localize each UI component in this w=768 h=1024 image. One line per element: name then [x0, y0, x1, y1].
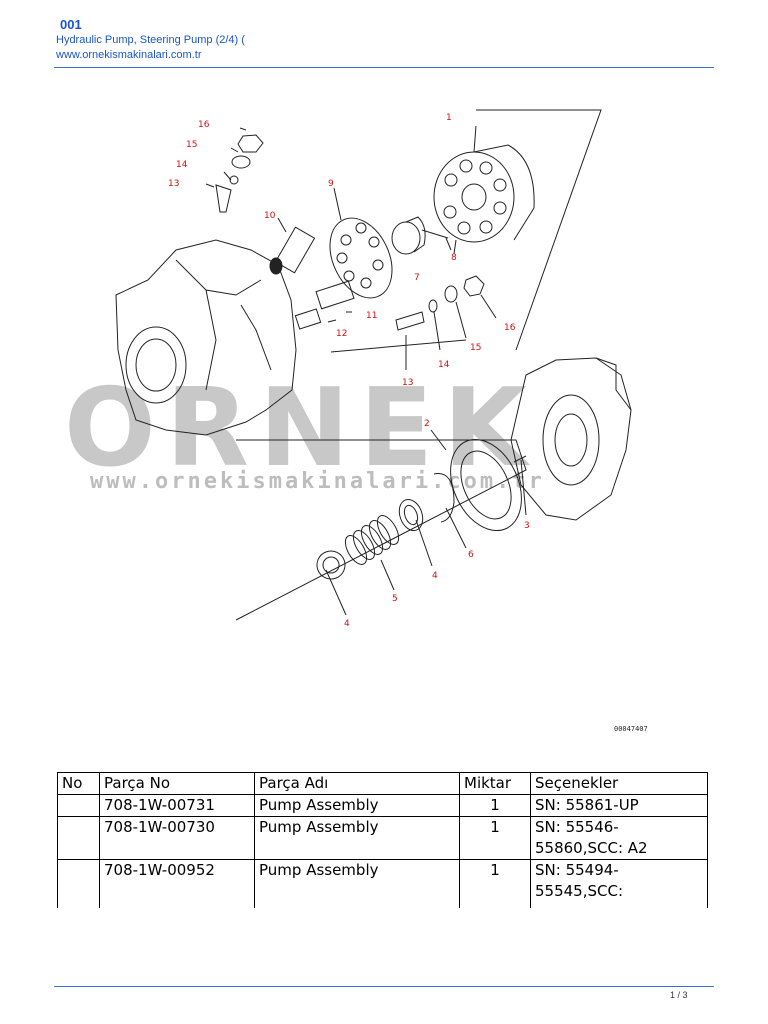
cell-options: SN: 55861-UP [530, 794, 708, 817]
cell-part-no: 708-1W-00730 [99, 816, 255, 860]
diagram-title: Hydraulic Pump, Steering Pump (2/4) ( [56, 34, 245, 46]
parts-table: No Parça No Parça Adı Miktar Seçenekler … [57, 772, 708, 908]
callout-4-right: 4 [432, 571, 438, 581]
cell-quantity: 1 [459, 816, 531, 860]
callout-7: 7 [414, 273, 420, 283]
callout-13-bottom: 13 [402, 378, 413, 388]
cell-part-name: Pump Assembly [254, 794, 460, 817]
callout-1: 1 [446, 113, 452, 123]
cell-no [57, 859, 100, 908]
callout-16-top: 16 [198, 120, 210, 130]
exploded-parts-diagram: ORNEK www.ornekismakinalari.com.tr [64, 109, 648, 733]
cell-options: SN: 55546-55860,SCC: A2 [530, 816, 708, 860]
callout-15-top: 15 [186, 140, 197, 150]
cell-options: SN: 55494-55545,SCC: [530, 859, 708, 908]
cell-quantity: 1 [459, 794, 531, 817]
callout-10: 10 [264, 211, 276, 221]
image-code: 00047407 [614, 725, 648, 733]
table-row: 708-1W-00952 Pump Assembly 1 SN: 55494-5… [57, 859, 708, 908]
callout-16-bottom: 16 [504, 323, 516, 333]
website-link[interactable]: www.ornekismakinalari.com.tr [56, 49, 202, 61]
cell-no [57, 816, 100, 860]
footer-divider [54, 986, 714, 987]
header-divider [54, 67, 714, 68]
callout-2: 2 [424, 419, 430, 429]
header-options: Seçenekler [530, 772, 708, 795]
callout-12: 12 [336, 329, 347, 339]
cell-part-no: 708-1W-00731 [99, 794, 255, 817]
table-row: 708-1W-00731 Pump Assembly 1 SN: 55861-U… [57, 794, 708, 817]
callout-14-bottom: 14 [438, 360, 450, 370]
header-quantity: Miktar [459, 772, 531, 795]
cell-part-name: Pump Assembly [254, 859, 460, 908]
watermark-logo: ORNEK [64, 366, 537, 491]
watermark-url: www.ornekismakinalari.com.tr [90, 469, 545, 494]
table-row: 708-1W-00730 Pump Assembly 1 SN: 55546-5… [57, 816, 708, 860]
callout-13-top: 13 [168, 179, 179, 189]
callout-4-left: 4 [344, 619, 350, 629]
callout-9: 9 [328, 179, 334, 189]
cell-no [57, 794, 100, 817]
page-header: 001 Hydraulic Pump, Steering Pump (2/4) … [56, 16, 245, 63]
callout-8: 8 [451, 253, 457, 263]
cell-quantity: 1 [459, 859, 531, 908]
cell-part-name: Pump Assembly [254, 816, 460, 860]
header-no: No [57, 772, 100, 795]
cell-part-no: 708-1W-00952 [99, 859, 255, 908]
diagram-number: 001 [60, 17, 82, 32]
callout-5: 5 [392, 594, 398, 604]
header-part-no: Parça No [99, 772, 255, 795]
callout-11: 11 [366, 311, 377, 321]
callout-14-top: 14 [176, 160, 188, 170]
callout-6: 6 [468, 550, 474, 560]
callout-15-bottom: 15 [470, 343, 481, 353]
page-number: 1 / 3 [670, 990, 688, 1000]
header-part-name: Parça Adı [254, 772, 460, 795]
table-header-row: No Parça No Parça Adı Miktar Seçenekler [57, 772, 708, 795]
callout-3: 3 [524, 521, 530, 531]
